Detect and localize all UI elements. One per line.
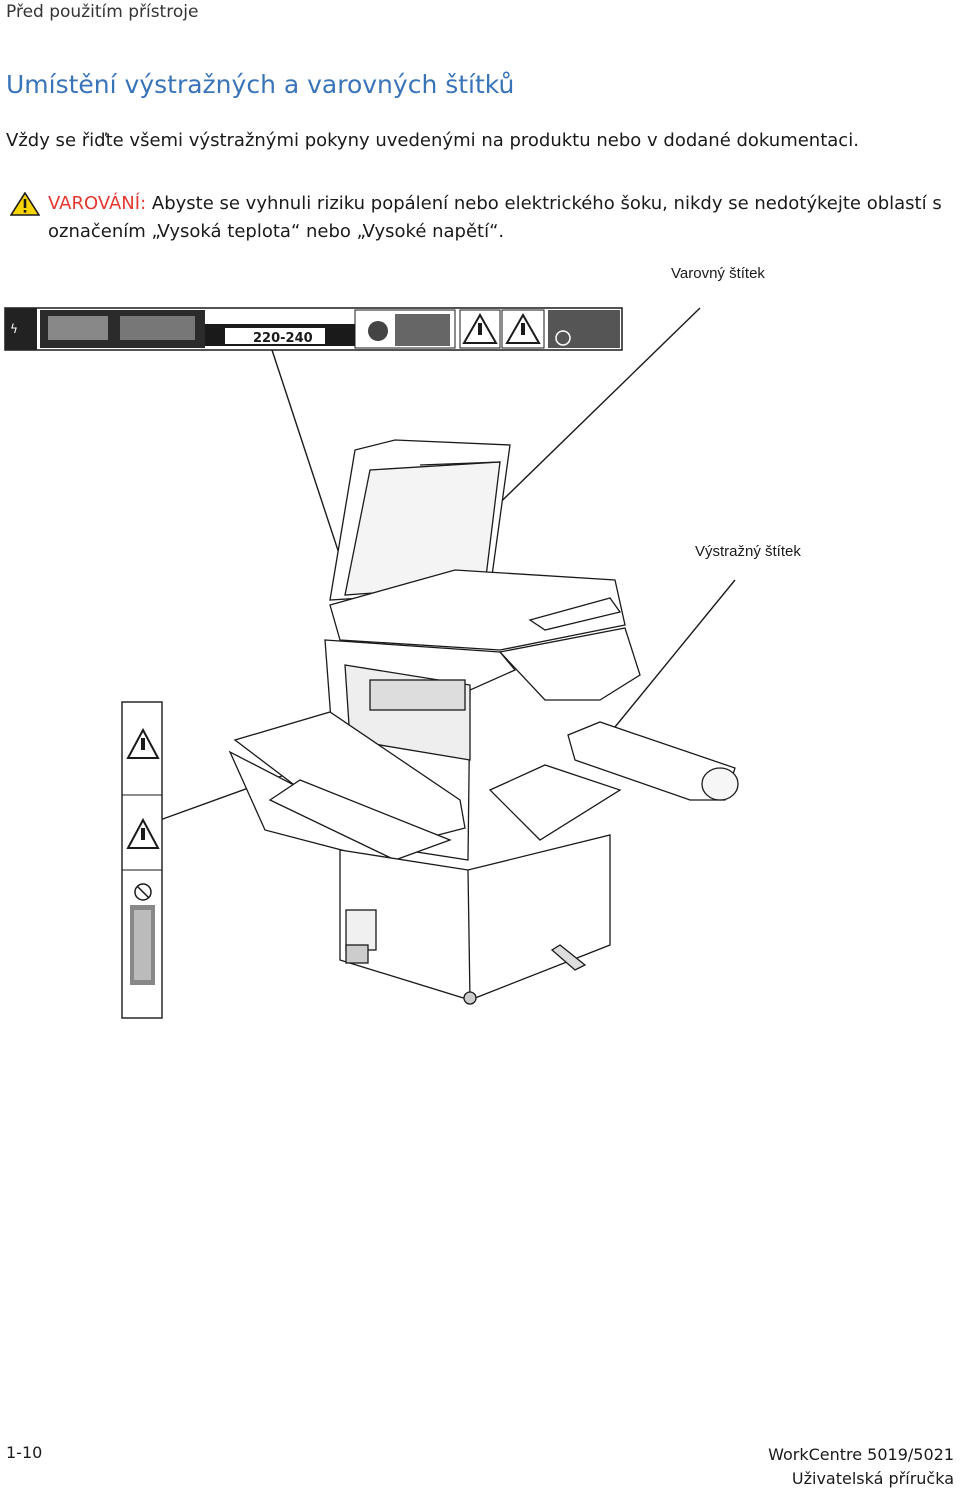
chapter-title: Před použitím přístroje: [6, 2, 199, 22]
printer-illustration: ϟ 220-240: [4, 307, 739, 1019]
callout-warning-label: Varovný štítek: [671, 265, 765, 282]
warning-text: VAROVÁNÍ: Abyste se vyhnuli riziku popál…: [10, 190, 960, 246]
warning-triangle-icon: [10, 192, 40, 216]
page-number: 1-10: [6, 1443, 43, 1462]
printer-body: [228, 439, 739, 1005]
side-label: [121, 701, 163, 1019]
warning-label: VAROVÁNÍ:: [48, 193, 147, 214]
intro-text: Vždy se řiďte všemi výstražnými pokyny u…: [6, 130, 859, 151]
warning-block: VAROVÁNÍ: Abyste se vyhnuli riziku popál…: [10, 190, 960, 246]
strip-label-text: 220-240: [253, 331, 313, 346]
svg-text:ϟ: ϟ: [10, 322, 18, 336]
product-name: WorkCentre 5019/5021: [768, 1445, 954, 1464]
callout-caution-label: Výstražný štítek: [695, 543, 801, 560]
section-title: Umístění výstražných a varovných štítků: [6, 70, 515, 99]
label-strip: ϟ 220-240: [4, 307, 623, 351]
warning-message: Abyste se vyhnuli riziku popálení nebo e…: [48, 193, 942, 242]
guide-name: Uživatelská příručka: [791, 1469, 954, 1488]
footer-product-info: WorkCentre 5019/5021 Uživatelská příručk…: [768, 1443, 954, 1491]
